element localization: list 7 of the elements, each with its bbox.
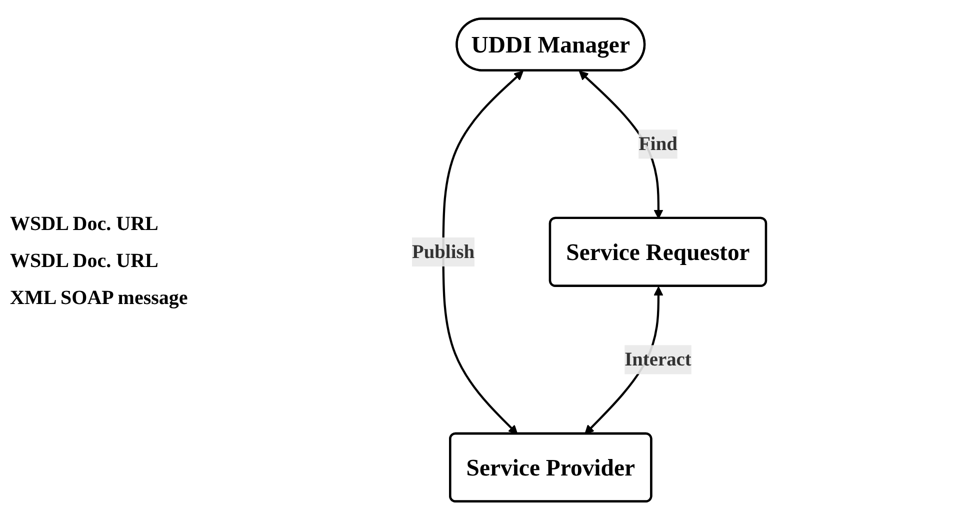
- edge-label: Publish: [412, 240, 475, 262]
- arrow: [442, 70, 524, 434]
- edge-label: Interact: [624, 348, 692, 370]
- edge-label: Find: [638, 132, 678, 154]
- note-label: WSDL Doc. URL: [10, 250, 160, 272]
- note-label: XML SOAP message: [10, 286, 189, 310]
- note-label: WSDL Doc. URL: [10, 212, 160, 236]
